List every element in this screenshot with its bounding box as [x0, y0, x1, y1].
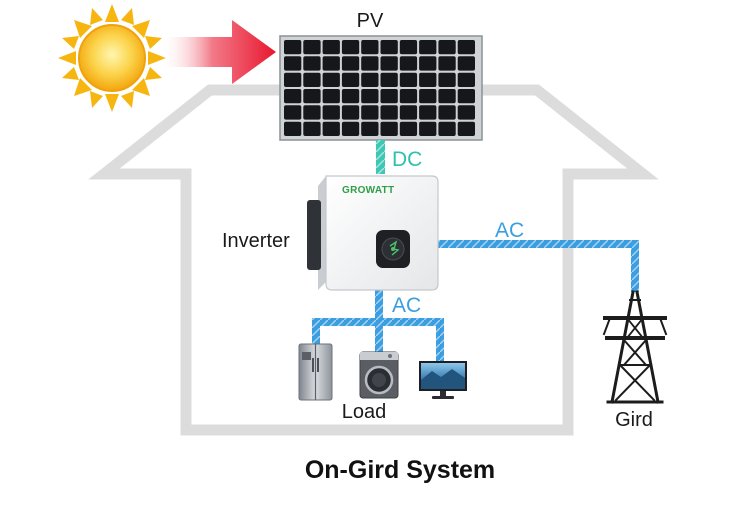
pv-cell — [419, 40, 437, 55]
pv-cell — [341, 40, 360, 55]
solar-panel-icon — [279, 35, 483, 141]
sunlight-arrow-icon — [160, 20, 276, 84]
pv-cell — [419, 89, 437, 104]
pv-cell — [419, 56, 437, 71]
pv-cell — [322, 89, 340, 104]
pv-cell — [380, 121, 398, 136]
washing-machine-icon — [359, 351, 399, 399]
pv-cell — [361, 105, 379, 120]
pv-cell — [419, 121, 437, 136]
pv-cell — [322, 40, 340, 55]
pv-cell — [457, 89, 475, 104]
grid-label: Gird — [615, 409, 653, 431]
pv-cell — [303, 89, 321, 104]
dc-cable — [376, 140, 385, 174]
pv-cell — [341, 89, 360, 104]
pv-cell — [419, 105, 437, 120]
pv-cell — [380, 40, 398, 55]
pv-cell — [284, 72, 302, 87]
pv-cell — [322, 56, 340, 71]
sun-icon — [58, 4, 166, 112]
pv-cell — [457, 56, 475, 71]
pv-cell — [457, 121, 475, 136]
pv-cell — [438, 72, 456, 87]
inverter-label: Inverter — [222, 230, 290, 252]
pv-cell — [438, 40, 456, 55]
pv-cell — [361, 121, 379, 136]
pv-cell — [341, 72, 360, 87]
pv-cell — [284, 105, 302, 120]
pv-cell — [457, 40, 475, 55]
pv-cell — [399, 56, 418, 71]
pv-cell — [303, 40, 321, 55]
pv-cell — [303, 72, 321, 87]
pv-cell — [399, 121, 418, 136]
television-icon — [419, 361, 467, 399]
pv-cell — [303, 121, 321, 136]
ac-load-label: AC — [392, 294, 421, 317]
pv-cell — [341, 121, 360, 136]
pv-cell — [284, 121, 302, 136]
pv-cell — [380, 72, 398, 87]
pv-cell — [438, 89, 456, 104]
ac-grid-label: AC — [495, 219, 524, 242]
pv-cell — [284, 40, 302, 55]
pv-cell — [438, 56, 456, 71]
pv-cell — [361, 40, 379, 55]
pv-cell — [457, 105, 475, 120]
pv-cell — [361, 56, 379, 71]
pv-cell — [399, 72, 418, 87]
inverter-brand-logo: GROWATT — [342, 185, 394, 196]
diagram-title: On-Gird System — [305, 456, 495, 484]
pv-label: PV — [357, 10, 384, 32]
pv-cell — [399, 105, 418, 120]
pv-cell — [419, 72, 437, 87]
ac-load-cable — [312, 284, 444, 362]
pv-cell — [341, 56, 360, 71]
pv-cell — [361, 72, 379, 87]
pv-cell — [438, 105, 456, 120]
inverter-icon — [307, 175, 439, 291]
pv-cell — [438, 121, 456, 136]
pv-cell — [399, 40, 418, 55]
pv-cell — [341, 105, 360, 120]
ac-grid-cable — [435, 240, 639, 292]
pv-cell — [322, 121, 340, 136]
pv-cell — [322, 105, 340, 120]
pv-cell — [380, 105, 398, 120]
pv-cell — [361, 89, 379, 104]
pv-cell — [380, 89, 398, 104]
refrigerator-icon — [298, 343, 333, 401]
dc-label: DC — [392, 148, 422, 171]
pv-cell — [322, 72, 340, 87]
pv-cell — [457, 72, 475, 87]
pv-cell — [380, 56, 398, 71]
pv-cell — [399, 89, 418, 104]
load-label: Load — [342, 401, 387, 423]
pv-cell — [303, 56, 321, 71]
house-outline — [88, 84, 659, 436]
transmission-tower-icon — [602, 290, 668, 404]
pv-cell — [284, 56, 302, 71]
pv-cell — [284, 89, 302, 104]
pv-cell — [303, 105, 321, 120]
